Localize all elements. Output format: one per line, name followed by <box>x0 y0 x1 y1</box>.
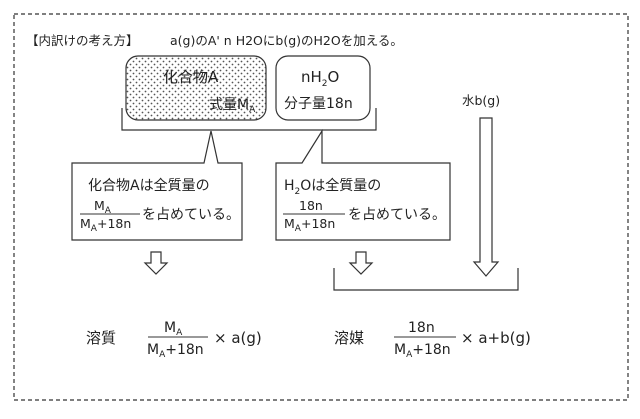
compound-callout-suffix: を占めている。 <box>142 207 240 223</box>
outer-dashed-frame <box>13 13 629 401</box>
water-formula: nH2O <box>301 68 339 89</box>
water-callout <box>275 128 451 241</box>
solute-down-arrow <box>143 251 169 275</box>
water-callout-suffix: を占めている。 <box>348 207 446 223</box>
compound-callout-line1: 化合物Aは全質量の <box>88 177 210 194</box>
water-molar-mass: 分子量18n <box>284 96 353 112</box>
solute-tail: × a(g) <box>214 329 262 347</box>
solvent-frac-den: MA+18n <box>394 342 451 360</box>
bottom-bracket <box>333 268 519 291</box>
solvent-down-arrow <box>348 251 374 275</box>
compound-formula-weight: 式量MA <box>209 97 256 115</box>
added-water-arrow <box>472 117 500 277</box>
added-water-label: 水b(g) <box>462 93 500 108</box>
header-label: 【内訳けの考え方】 <box>26 33 139 48</box>
compound-callout-frac-num: MA <box>94 198 112 216</box>
compound-callout-frac-den: MA+18n <box>80 216 131 234</box>
solvent-tail: × a+b(g) <box>461 329 531 347</box>
compound-title: 化合物A <box>163 68 219 86</box>
solute-label: 溶質 <box>86 329 116 347</box>
water-callout-frac-num: 18n <box>299 198 323 213</box>
header-statement: a(g)のA' n H2Oにb(g)のH2Oを加える。 <box>170 33 403 48</box>
water-callout-line1: H2Oは全質量の <box>284 177 381 197</box>
compound-box <box>125 55 267 121</box>
solvent-label: 溶媒 <box>334 329 364 347</box>
water-box <box>275 55 371 121</box>
compound-callout <box>71 130 243 241</box>
solvent-frac-num: 18n <box>408 320 435 336</box>
water-callout-frac-den: MA+18n <box>284 216 335 234</box>
top-bracket <box>121 108 377 131</box>
solute-frac-num: MA <box>164 320 183 338</box>
solute-frac-den: MA+18n <box>147 342 204 360</box>
